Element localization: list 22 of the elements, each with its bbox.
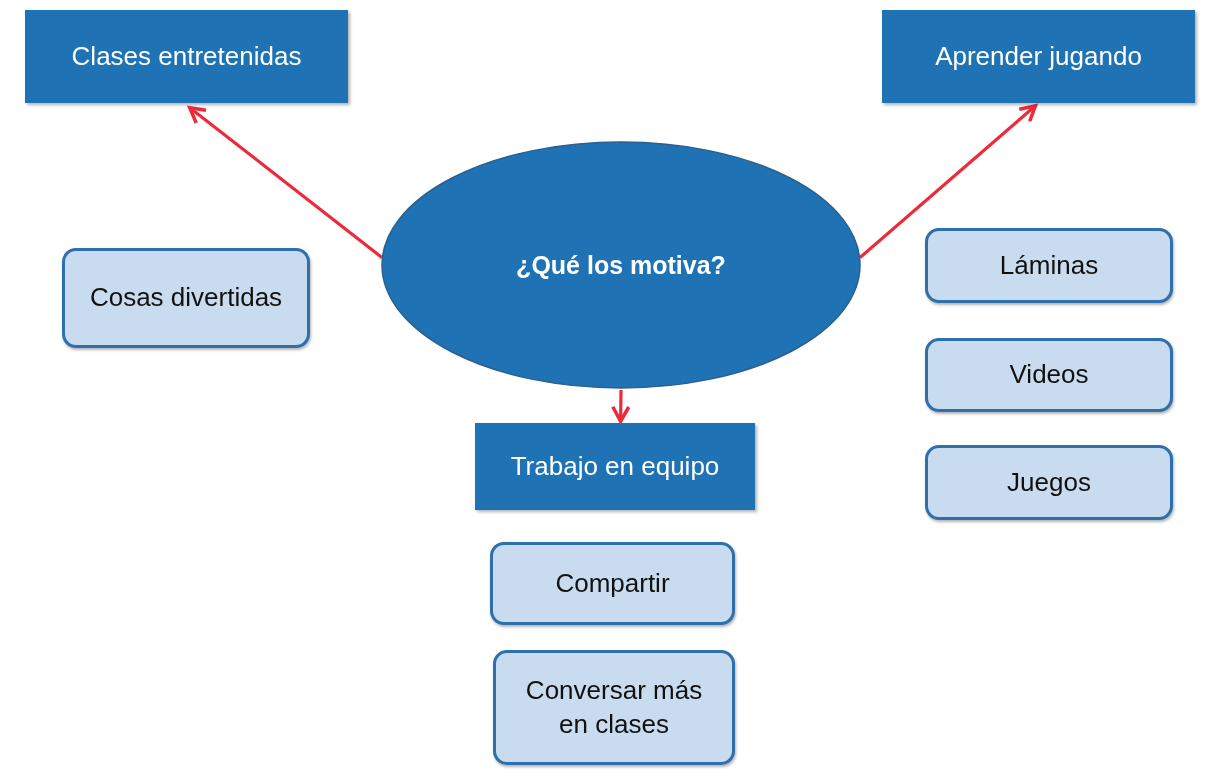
topic-box (882, 10, 1195, 103)
node-label: Aprender jugando (935, 41, 1142, 72)
idea-box (925, 228, 1173, 303)
idea-box (62, 248, 310, 348)
idea-box (925, 338, 1173, 412)
topic-box (25, 10, 348, 103)
node-label: Trabajo en equipo (510, 451, 720, 482)
arrow (611, 389, 631, 423)
node-label: Compartir (554, 566, 671, 600)
idea-box (490, 542, 735, 625)
node-label: Láminas (998, 248, 1100, 282)
node-label: Juegos (1006, 465, 1092, 499)
node-label: Cosas divertidas (88, 281, 284, 315)
node-label: Clases entretenidas (71, 41, 302, 72)
idea-box (493, 650, 735, 765)
idea-box (925, 445, 1173, 520)
arrow (187, 105, 383, 259)
arrow (859, 104, 1038, 259)
node-label: ¿Qué los motiva? (516, 250, 726, 280)
node-label: Videos (1008, 358, 1090, 392)
node-label: Conversar más en clases (524, 673, 704, 741)
topic-box (475, 423, 755, 510)
